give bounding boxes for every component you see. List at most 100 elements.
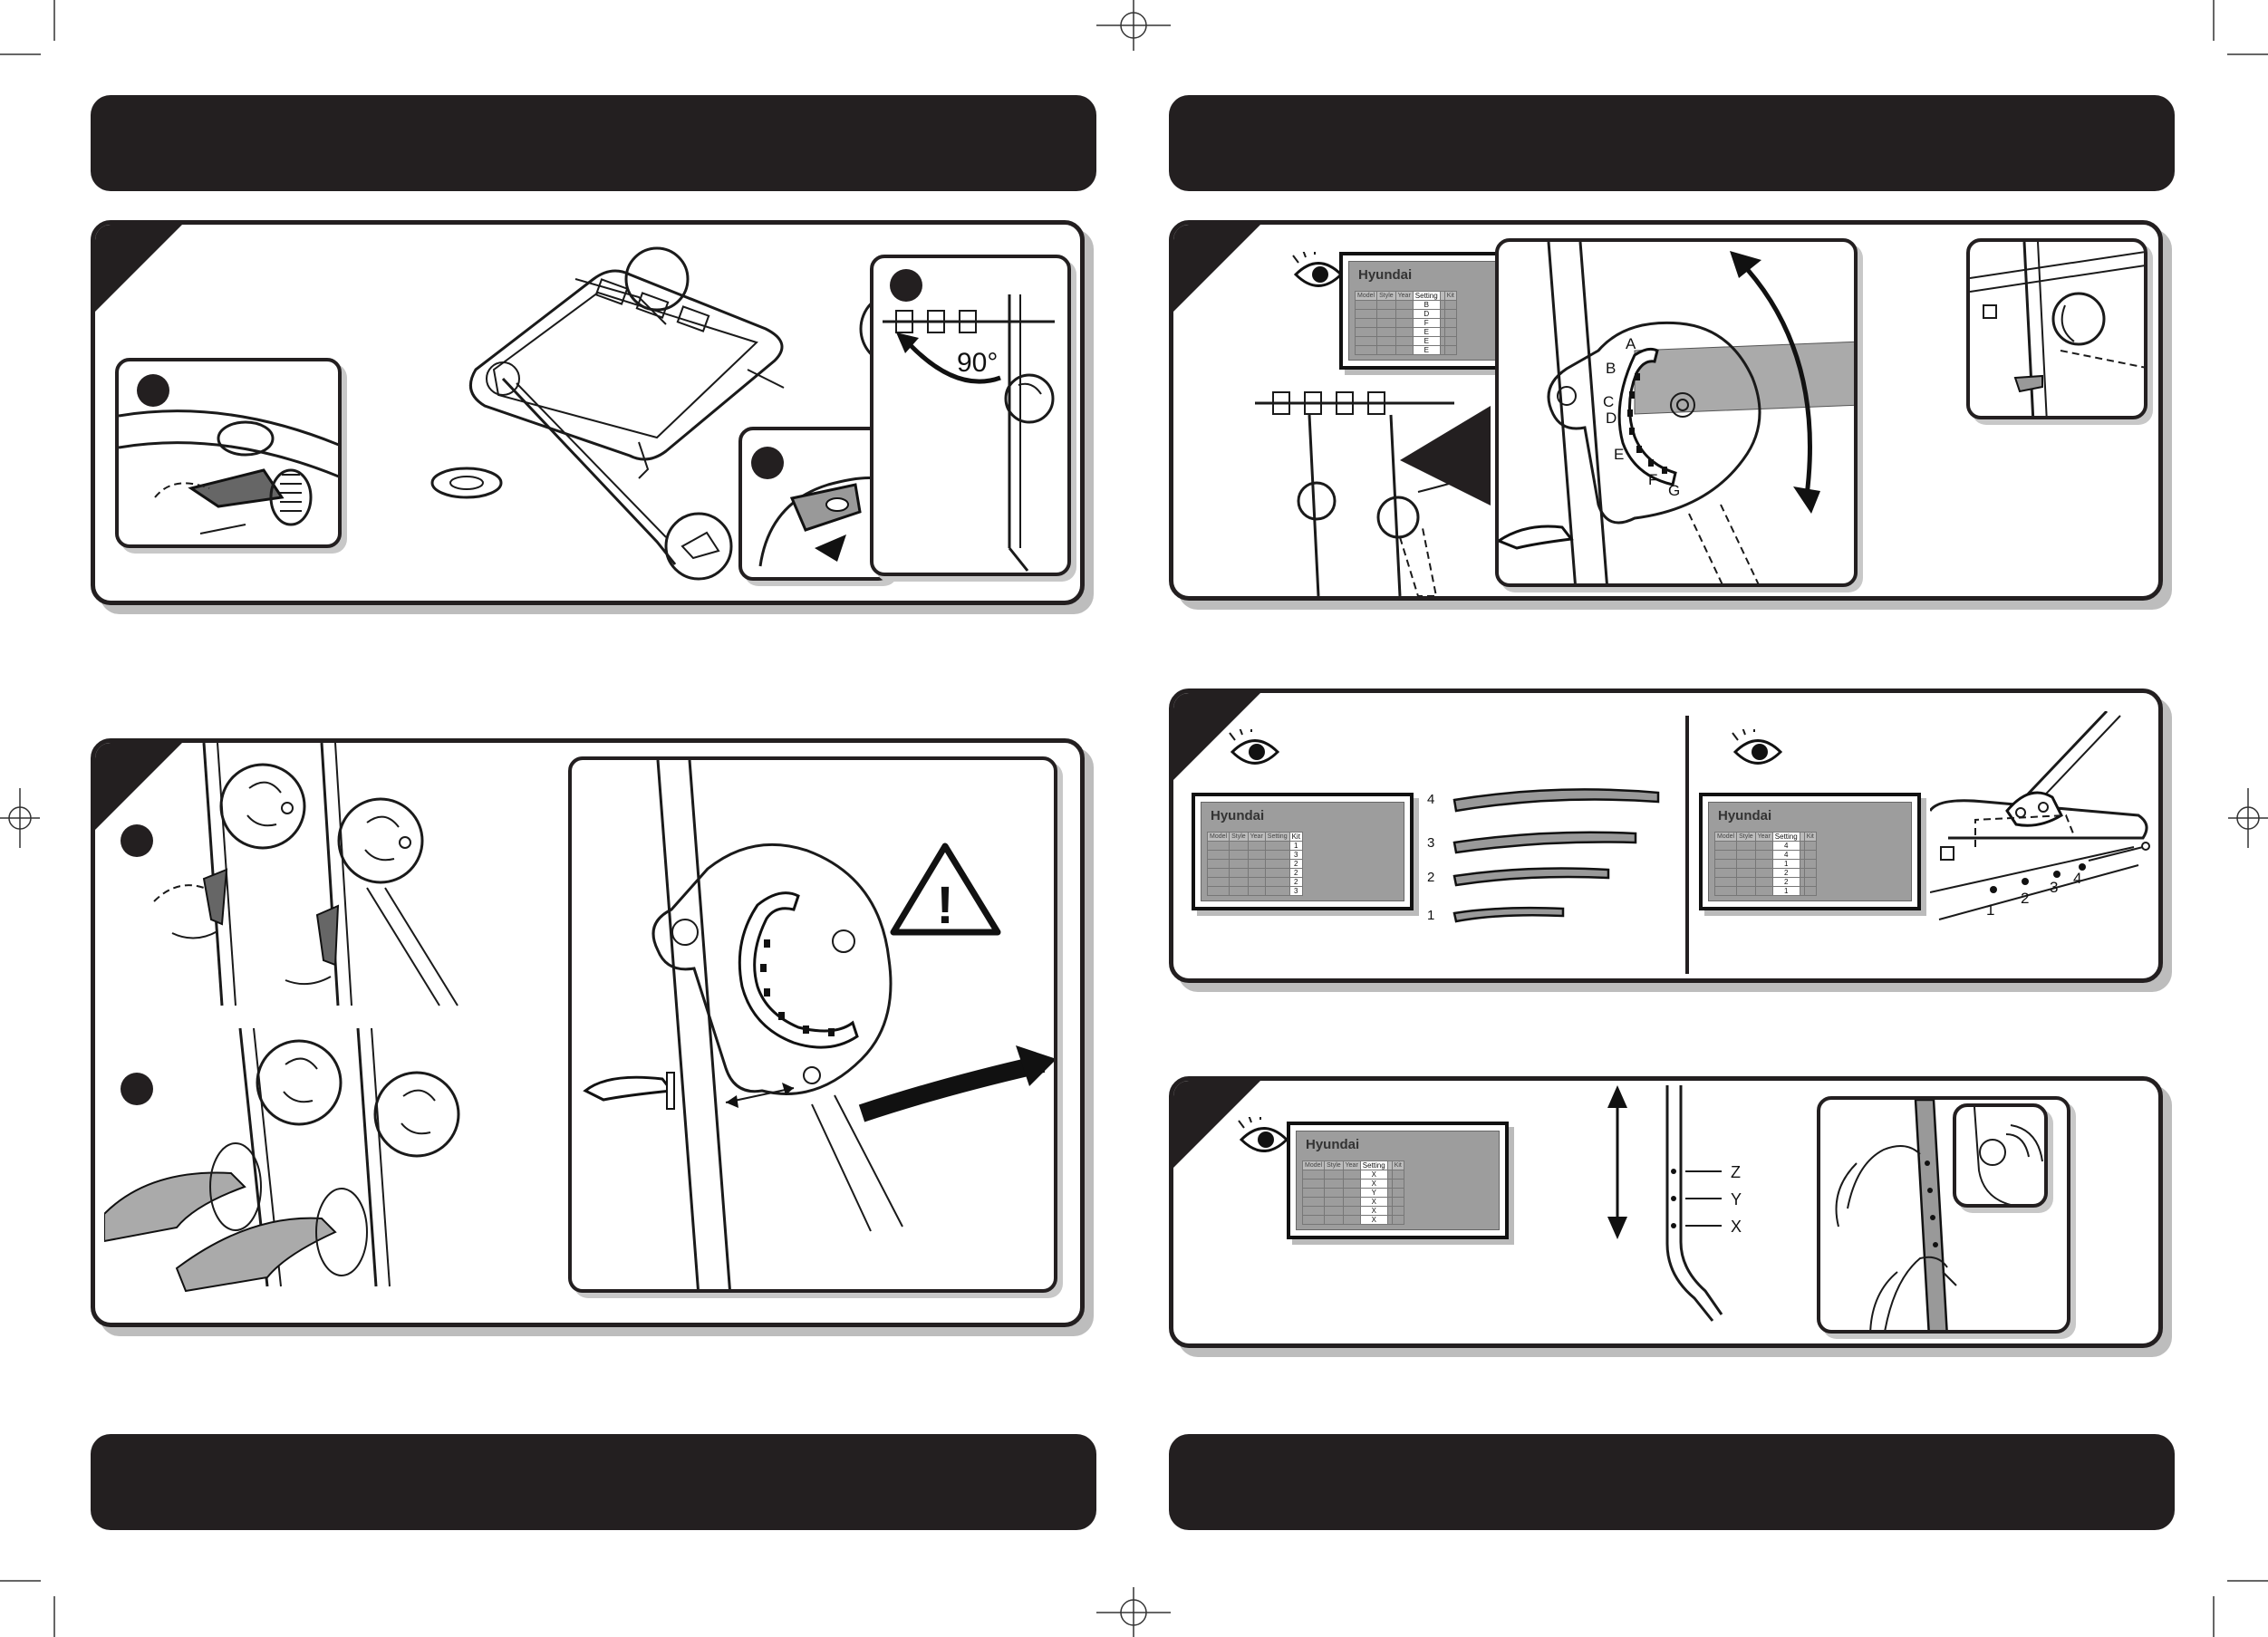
setting-cell: B — [1412, 300, 1441, 310]
kit-cell: 2 — [1288, 868, 1303, 878]
header-kit: Kit — [1803, 832, 1817, 842]
setting-cell: 1 — [1771, 859, 1800, 869]
lever-release-illustration — [119, 374, 338, 534]
rotate-90-detail-box: 90° — [870, 255, 1071, 576]
arm-number: 2 — [1427, 870, 1434, 885]
setting-cell: 4 — [1771, 850, 1800, 860]
knob-illustration — [1974, 1107, 2043, 1204]
clip-illustration — [1970, 242, 2144, 416]
hole-number: 3 — [2050, 879, 2058, 896]
dial-adjust-sequence — [104, 743, 460, 1293]
header-model: Model — [1301, 1160, 1326, 1170]
setting-cell: E — [1412, 327, 1441, 337]
step-corner-tab — [1173, 693, 1262, 782]
dial-letter: C — [1603, 393, 1614, 410]
header-model: Model — [1206, 832, 1231, 842]
pin-insert-illustration — [1835, 1100, 1957, 1330]
setting-cell: 2 — [1771, 868, 1800, 878]
step-bullet — [121, 824, 153, 857]
header-style: Style — [1376, 291, 1396, 301]
header-model: Model — [1354, 291, 1378, 301]
right-header-bar — [1169, 95, 2175, 191]
hook-detail-box — [738, 427, 893, 581]
step-corner-tab — [95, 225, 184, 313]
dial-closeup-illustration: ! — [583, 760, 1054, 1289]
hole-number: 2 — [2021, 890, 2029, 907]
step-corner-tab — [1173, 225, 1262, 313]
divider — [1685, 716, 1689, 974]
height-bar-illustration: Z Y X — [1607, 1085, 1742, 1322]
header-year: Year — [1754, 832, 1773, 842]
dial-letters-detail-box: A B C D E F G — [1495, 238, 1858, 587]
setting-cell: X — [1359, 1197, 1388, 1207]
header-setting: Setting — [1264, 832, 1290, 842]
hole-label: Y — [1731, 1190, 1742, 1208]
header-year: Year — [1342, 1160, 1361, 1170]
setting-cell: X — [1359, 1206, 1388, 1216]
warning-detail-box: ! — [568, 756, 1057, 1293]
right-footer-bar — [1169, 1434, 2175, 1530]
kit-cell: 2 — [1288, 877, 1303, 887]
registration-mark-icon — [2228, 788, 2268, 848]
step-panel-lock-adjust: ! — [91, 738, 1085, 1327]
dial-letter: A — [1626, 335, 1636, 352]
hole-number: 1 — [1986, 901, 1994, 919]
clip-detail-box — [1966, 238, 2147, 419]
step-bullet — [121, 1073, 153, 1105]
header-model: Model — [1713, 832, 1738, 842]
registration-mark-icon — [0, 788, 40, 848]
setting-cell: X — [1359, 1170, 1388, 1180]
hook-illustration — [751, 447, 889, 567]
eye-icon — [1732, 729, 1783, 765]
arm-number: 1 — [1427, 908, 1434, 923]
step-corner-tab — [1173, 1081, 1262, 1170]
dial-letters-illustration: A B C D E F G — [1499, 242, 1854, 583]
step-bullet — [890, 269, 922, 302]
setting-cell: E — [1412, 345, 1441, 355]
rotate-90-illustration: 90° — [883, 269, 1055, 572]
header-style: Style — [1736, 832, 1756, 842]
setting-cell: X — [1359, 1179, 1388, 1189]
dial-letter: F — [1648, 471, 1657, 488]
arm-number: 4 — [1427, 792, 1434, 807]
knob-detail-box — [1953, 1103, 2048, 1208]
dial-letter: G — [1668, 482, 1680, 499]
zoom-wedge — [1400, 406, 1491, 506]
setting-cell: Y — [1359, 1188, 1388, 1198]
warning-symbol: ! — [936, 876, 953, 935]
registration-mark-icon — [1096, 0, 1171, 51]
dial-letter: D — [1606, 409, 1617, 427]
setting-cell: D — [1412, 309, 1441, 319]
step-bullet — [751, 447, 784, 479]
table-brand: Hyundai — [1358, 267, 1413, 283]
header-kit: Kit — [1288, 832, 1303, 842]
header-kit: Kit — [1443, 291, 1457, 301]
left-header-bar — [91, 95, 1096, 191]
header-style: Style — [1229, 832, 1249, 842]
lever-detail-box — [115, 358, 342, 548]
table-brand: Hyundai — [1718, 808, 1772, 823]
header-setting: Setting — [1771, 832, 1800, 842]
setting-cell: 2 — [1771, 877, 1800, 887]
header-setting: Setting — [1412, 291, 1441, 301]
table-brand: Hyundai — [1306, 1137, 1360, 1152]
arm-number: 3 — [1427, 835, 1434, 851]
hole-label: X — [1731, 1218, 1742, 1236]
hole-number: 4 — [2073, 870, 2081, 887]
eye-icon — [1238, 1117, 1289, 1152]
dial-letter: B — [1606, 360, 1616, 377]
eye-icon — [1292, 252, 1344, 287]
header-setting: Setting — [1359, 1160, 1388, 1170]
header-year: Year — [1247, 832, 1266, 842]
setting-cell: 4 — [1771, 841, 1800, 851]
